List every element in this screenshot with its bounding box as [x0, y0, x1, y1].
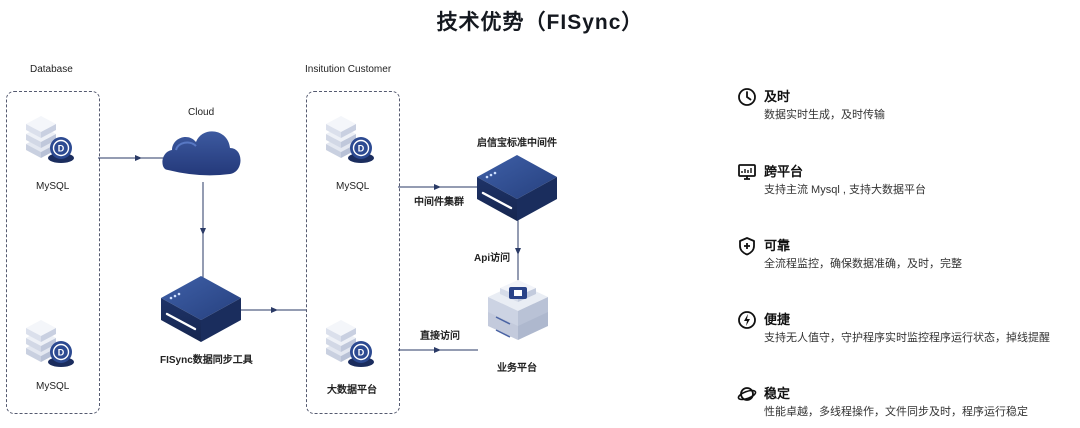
- arrow-db-to-cloud: [135, 155, 142, 161]
- feature-title: 便捷: [764, 312, 791, 327]
- arrow-fisync-to-customer: [271, 307, 278, 313]
- feature-title: 稳定: [764, 386, 791, 401]
- fisync-server-icon: [159, 274, 243, 344]
- feature-desc: 支持主流 Mysql , 支持大数据平台: [764, 184, 926, 196]
- business-platform-label: 业务平台: [497, 363, 537, 374]
- cluster-label: 中间件集群: [414, 197, 464, 208]
- arrow-api-access: [515, 248, 521, 255]
- clock-icon: [738, 88, 756, 106]
- database-group-box: [6, 91, 100, 414]
- direct-access-label: 直接访问: [420, 331, 460, 342]
- api-access-label: Api访问: [474, 253, 511, 264]
- lightning-icon: [738, 311, 756, 329]
- middleware-server-icon: [475, 153, 559, 223]
- customer-mysql-icon: [325, 115, 375, 164]
- bigdata-label: 大数据平台: [327, 385, 377, 396]
- feature-desc: 性能卓越，多线程操作，文件同步及时，程序运行稳定: [764, 406, 1028, 418]
- mysql-db-icon-bottom: [25, 319, 75, 368]
- business-platform-icon: [488, 280, 548, 340]
- fisync-label: FISync数据同步工具: [160, 355, 253, 366]
- arrow-to-middleware: [434, 184, 441, 190]
- db-mysql-bottom-label: MySQL: [36, 381, 70, 392]
- feature-desc: 数据实时生成，及时传输: [764, 109, 885, 121]
- monitor-icon: [738, 164, 756, 180]
- database-section-label: Database: [30, 64, 73, 75]
- feature-title: 及时: [764, 89, 791, 104]
- cloud-icon: [162, 131, 241, 176]
- feature-desc: 支持无人值守，守护程序实时监控程序运行状态，掉线提醒: [764, 332, 1050, 344]
- customer-mysql-label: MySQL: [336, 181, 370, 192]
- page-title: 技术优势（FISync）: [436, 11, 644, 34]
- feature-title: 跨平台: [764, 164, 804, 179]
- arrow-direct-access: [434, 347, 441, 353]
- bigdata-icon: [325, 319, 375, 368]
- cloud-label: Cloud: [188, 107, 215, 118]
- planet-icon: [737, 387, 757, 401]
- customer-section-label: Insitution Customer: [305, 64, 392, 75]
- arrow-cloud-to-fisync: [200, 228, 206, 235]
- shield-icon: [739, 237, 755, 256]
- middleware-label: 启信宝标准中间件: [477, 138, 557, 149]
- feature-title: 可靠: [764, 238, 791, 253]
- db-mysql-top-label: MySQL: [36, 181, 70, 192]
- mysql-db-icon-top: [25, 115, 75, 164]
- customer-group-box: [306, 91, 400, 414]
- feature-desc: 全流程监控，确保数据准确，及时，完整: [764, 258, 962, 270]
